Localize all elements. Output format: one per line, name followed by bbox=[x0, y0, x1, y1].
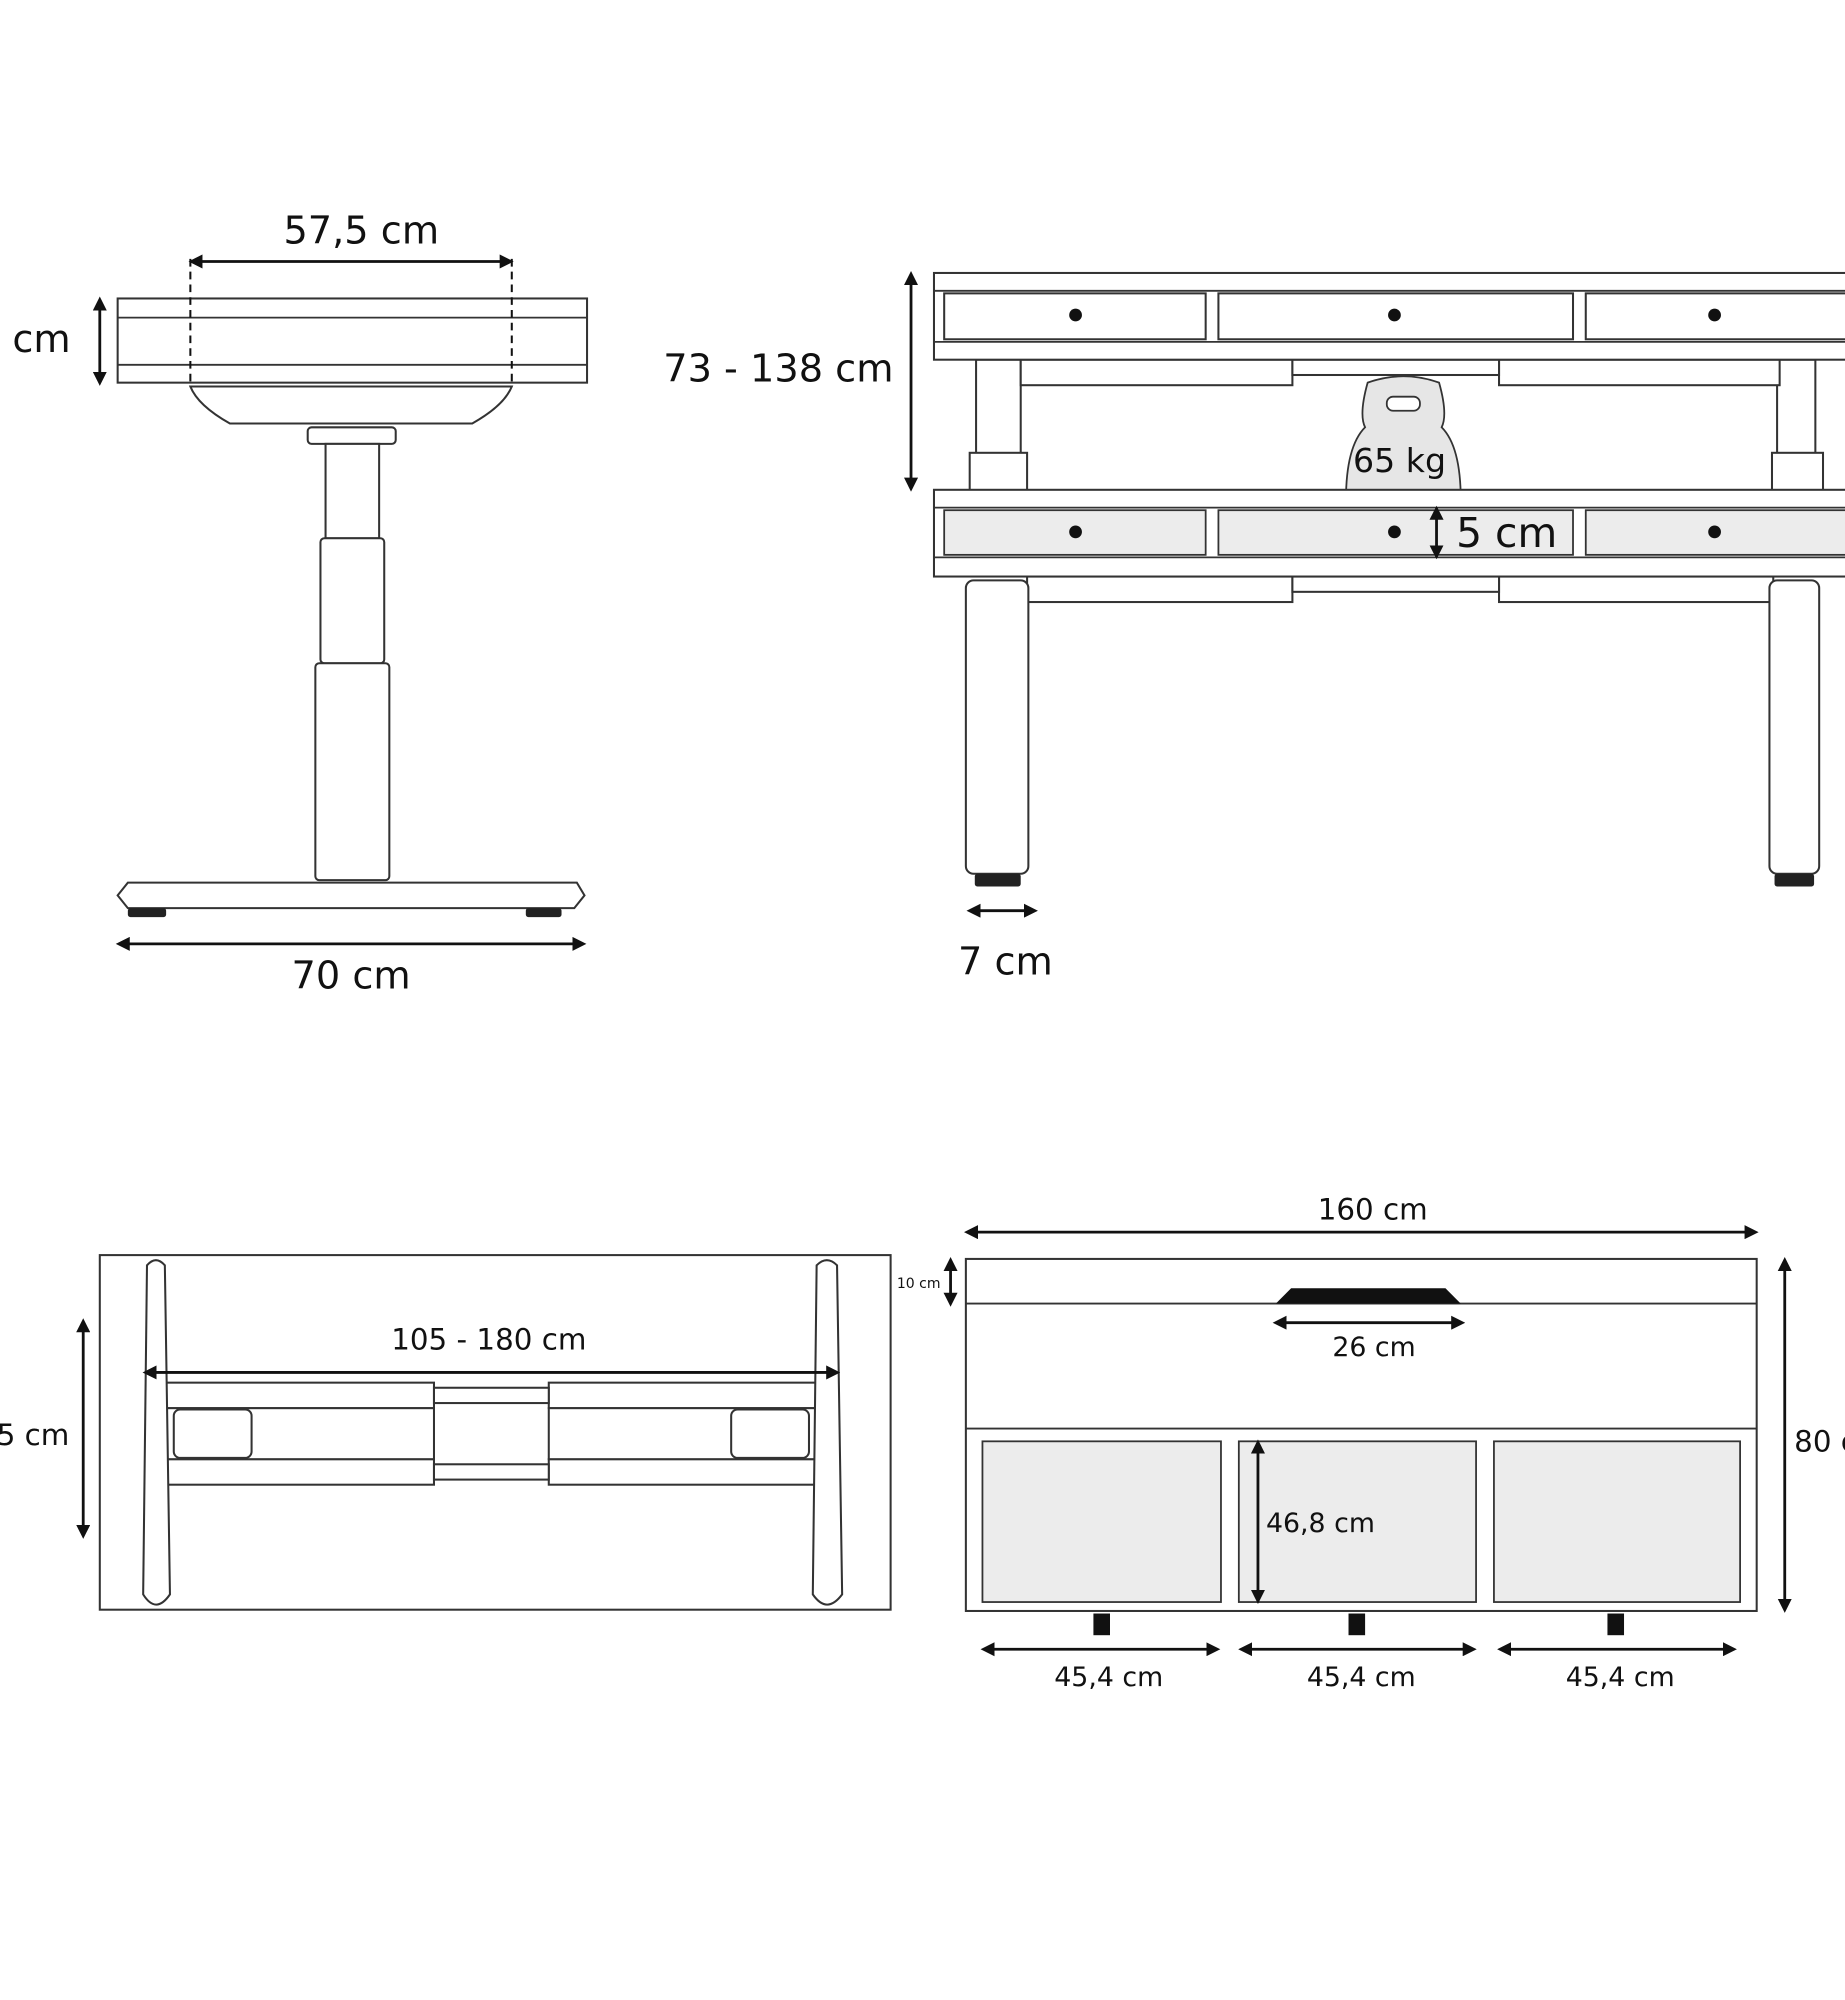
desk-top-view: 160 cm 10 cm 26 cm 80 c 46,8 cm 45,4 cm … bbox=[897, 1192, 1845, 1693]
handle-cutout bbox=[1275, 1288, 1461, 1304]
leg bbox=[1768, 579, 1821, 875]
glide bbox=[127, 908, 167, 918]
dimension-label: 73 - 138 cm bbox=[663, 346, 893, 391]
dimension-label: 0 cm bbox=[0, 317, 71, 362]
compartment bbox=[981, 1440, 1222, 1603]
weight-icon bbox=[1345, 375, 1462, 501]
frame-bracket bbox=[188, 385, 514, 425]
dimension-label: 45,4 cm bbox=[1566, 1662, 1675, 1693]
column-middle bbox=[319, 537, 386, 665]
tabletop bbox=[116, 297, 589, 384]
dimension-label: 45,4 cm bbox=[1307, 1662, 1416, 1693]
dimension-label: 10 cm bbox=[897, 1276, 941, 1292]
dimension-label: ,5 cm bbox=[0, 1418, 69, 1452]
motor-box bbox=[172, 1408, 253, 1459]
dimension-label: 26 cm bbox=[1332, 1332, 1415, 1363]
side-rail bbox=[142, 1259, 171, 1606]
side-rail bbox=[811, 1259, 844, 1606]
glide bbox=[525, 908, 562, 918]
base-foot bbox=[116, 881, 586, 910]
column-upper bbox=[324, 442, 381, 540]
leg bbox=[964, 579, 1030, 875]
compartment bbox=[1493, 1440, 1741, 1603]
side-view: 57,5 cm 0 cm 70 cm bbox=[0, 209, 589, 999]
dimension-label: 70 cm bbox=[292, 954, 411, 999]
dimension-label: 7 cm bbox=[958, 939, 1053, 984]
dimension-label: 45,4 cm bbox=[1054, 1662, 1163, 1693]
load-label: 65 kg bbox=[1353, 441, 1446, 480]
dimension-label: 46,8 cm bbox=[1266, 1508, 1375, 1539]
front-view: 65 kg 73 - 138 cm 5 cm 7 cm bbox=[663, 271, 1845, 984]
frame-top-view: 105 - 180 cm ,5 cm bbox=[0, 1254, 892, 1611]
dimension-label: 80 c bbox=[1794, 1425, 1845, 1459]
compartment bbox=[1237, 1440, 1477, 1603]
dimension-label: 105 - 180 cm bbox=[391, 1322, 586, 1356]
dimension-label: 57,5 cm bbox=[283, 209, 439, 254]
dimension-label: 160 cm bbox=[1318, 1192, 1428, 1226]
column-lower bbox=[314, 662, 391, 882]
column-cap bbox=[306, 426, 397, 445]
dimension-label: 5 cm bbox=[1456, 509, 1557, 557]
motor-box bbox=[730, 1408, 810, 1459]
